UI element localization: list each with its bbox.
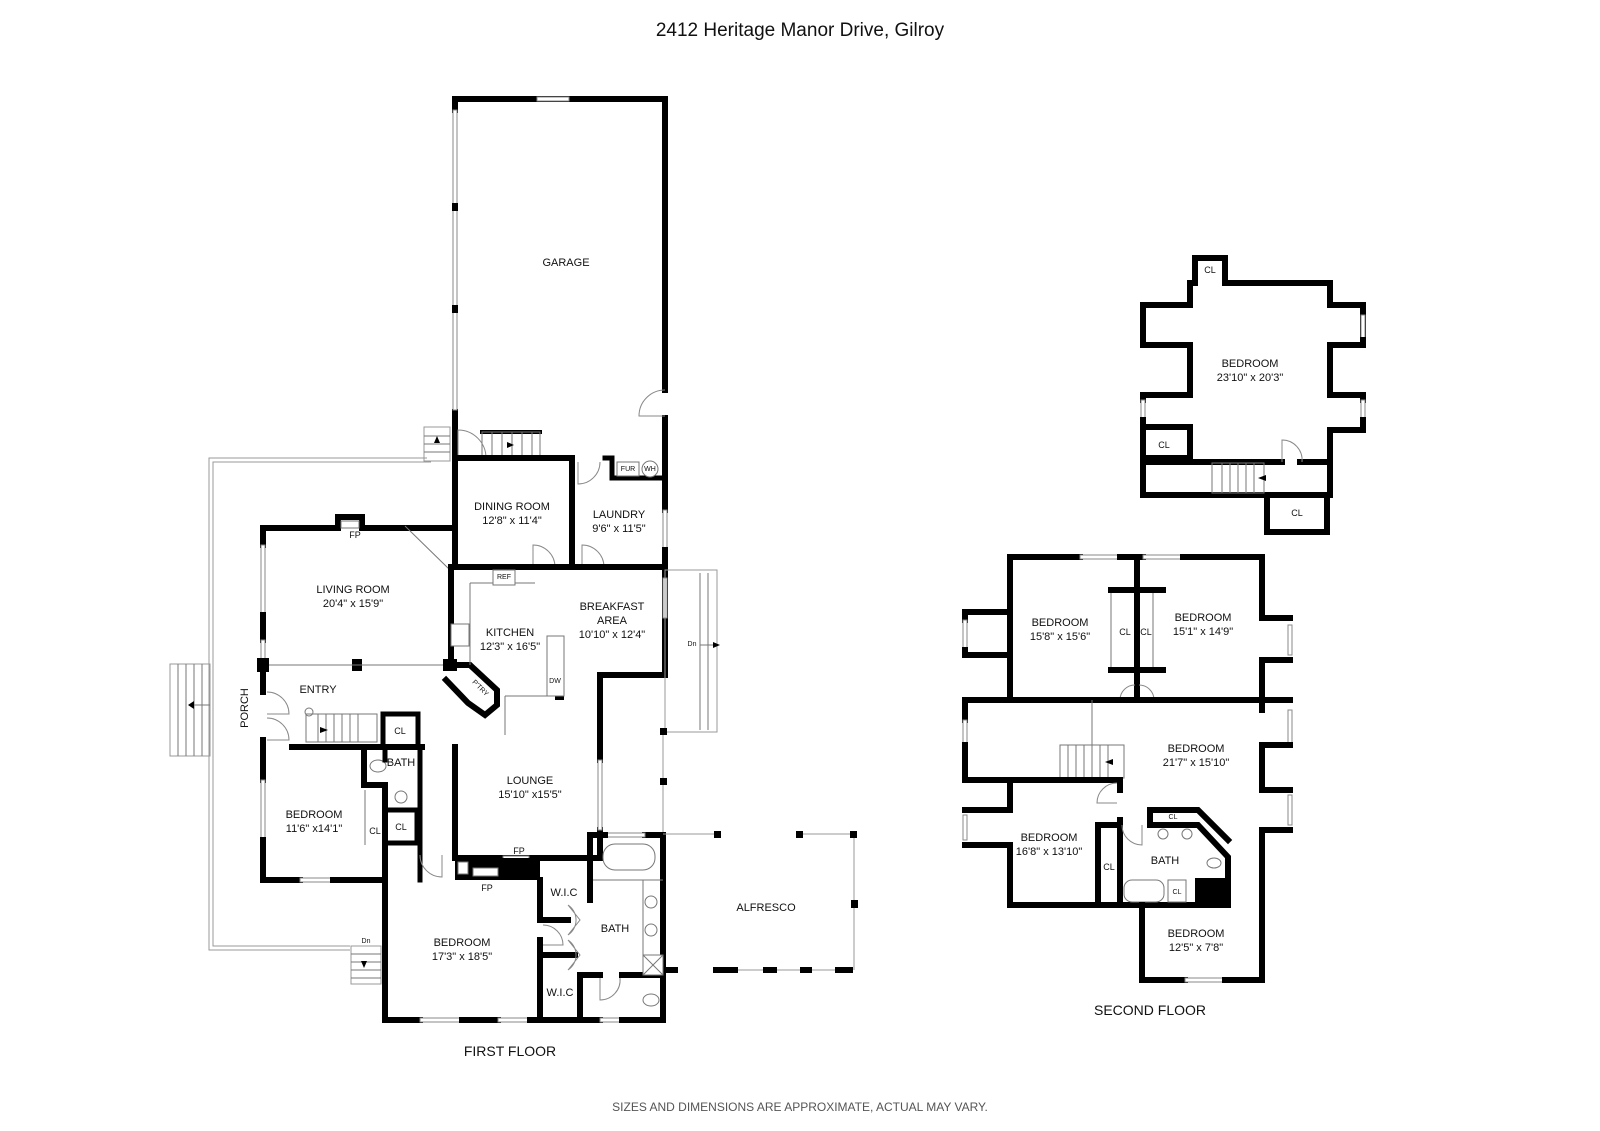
room-bedroom-primary: BEDROOM 17'3" x 18'5" <box>431 937 493 963</box>
room-bedroom-second-1: BEDROOM 15'8" x 15'6" <box>1029 617 1091 643</box>
room-wic-2: W.I.C <box>546 987 574 999</box>
closet-label: CL <box>395 822 407 832</box>
room-bedroom-second-3: BEDROOM 21'7" x 15'10" <box>1162 743 1230 769</box>
closet-label: CL <box>1168 814 1178 821</box>
room-bedroom-second-5: BEDROOM 12'5" x 7'8" <box>1167 928 1225 954</box>
primary-suite-walls <box>382 832 678 1023</box>
room-living-room: LIVING ROOM 20'4" x 15'9" <box>316 584 390 610</box>
dining-laundry-walls <box>452 455 668 573</box>
room-wic-1: W.I.C <box>550 887 578 899</box>
garage-walls <box>452 96 668 570</box>
page-title: 2412 Heritage Manor Drive, Gilroy <box>655 20 945 41</box>
room-breakfast-area: BREAKFAST AREA 10'10" x 12'4" <box>578 601 646 641</box>
closet-label: CL <box>1158 440 1170 450</box>
attic-walls <box>1140 255 1366 535</box>
room-bath-first-floor-hall: BATH <box>386 757 416 769</box>
room-alfresco: ALFRESCO <box>736 902 796 914</box>
fireplace-label: FP <box>513 846 525 856</box>
room-laundry: LAUNDRY 9'6" x 11'5" <box>592 509 646 535</box>
room-bedroom-attic: BEDROOM 23'10" x 20'3" <box>1216 358 1284 384</box>
closet-label: CL <box>1119 627 1131 637</box>
deck-outline <box>664 569 720 733</box>
fireplace-label: FP <box>349 530 361 540</box>
second-floor-label: SECOND FLOOR <box>1093 1002 1207 1018</box>
dishwasher-label: DW <box>549 678 561 685</box>
room-kitchen: KITCHEN 12'3" x 16'5" <box>479 627 541 653</box>
closet-label: CL <box>1204 265 1216 275</box>
closet-label: CL <box>1103 862 1115 872</box>
closet-label: CL <box>369 826 381 836</box>
fireplace-label: FP <box>481 883 493 893</box>
disclaimer-text: SIZES AND DIMENSIONS ARE APPROXIMATE, AC… <box>612 1100 988 1114</box>
kitchen-walls <box>441 564 668 736</box>
closet-label: CL <box>1291 508 1303 518</box>
room-dining-room: DINING ROOM 12'8" x 11'4" <box>474 501 550 527</box>
room-bedroom-first-floor-1: BEDROOM 11'6" x14'1" <box>285 809 343 835</box>
closet-label: CL <box>394 726 406 736</box>
first-floor-label: FIRST FLOOR <box>463 1043 557 1059</box>
lounge-walls <box>452 728 667 880</box>
second-floor-walls <box>962 554 1293 983</box>
porch-outline <box>169 426 451 985</box>
down-stairs-label: Dn <box>687 641 697 648</box>
entry-walls <box>260 667 425 753</box>
room-bedroom-second-4: BEDROOM 16'8" x 13'10" <box>1015 832 1083 858</box>
room-garage: GARAGE <box>542 257 590 269</box>
living-room-walls <box>257 512 458 672</box>
room-bath-primary: BATH <box>600 923 630 935</box>
alfresco-outline <box>663 831 858 973</box>
refrigerator-label: REF <box>497 574 511 581</box>
room-porch: PORCH <box>238 688 251 728</box>
closet-label: CL <box>1172 889 1182 896</box>
closet-label: CL <box>1140 627 1152 637</box>
down-stairs-label: Dn <box>361 938 371 945</box>
room-entry: ENTRY <box>299 684 337 696</box>
water-heater-label: WH <box>644 466 656 473</box>
room-bedroom-second-2: BEDROOM 15'1" x 14'9" <box>1172 612 1234 638</box>
furnace-label: FUR <box>620 466 636 473</box>
room-lounge: LOUNGE 15'10" x15'5" <box>498 775 562 801</box>
room-bath-second: BATH <box>1150 855 1180 867</box>
